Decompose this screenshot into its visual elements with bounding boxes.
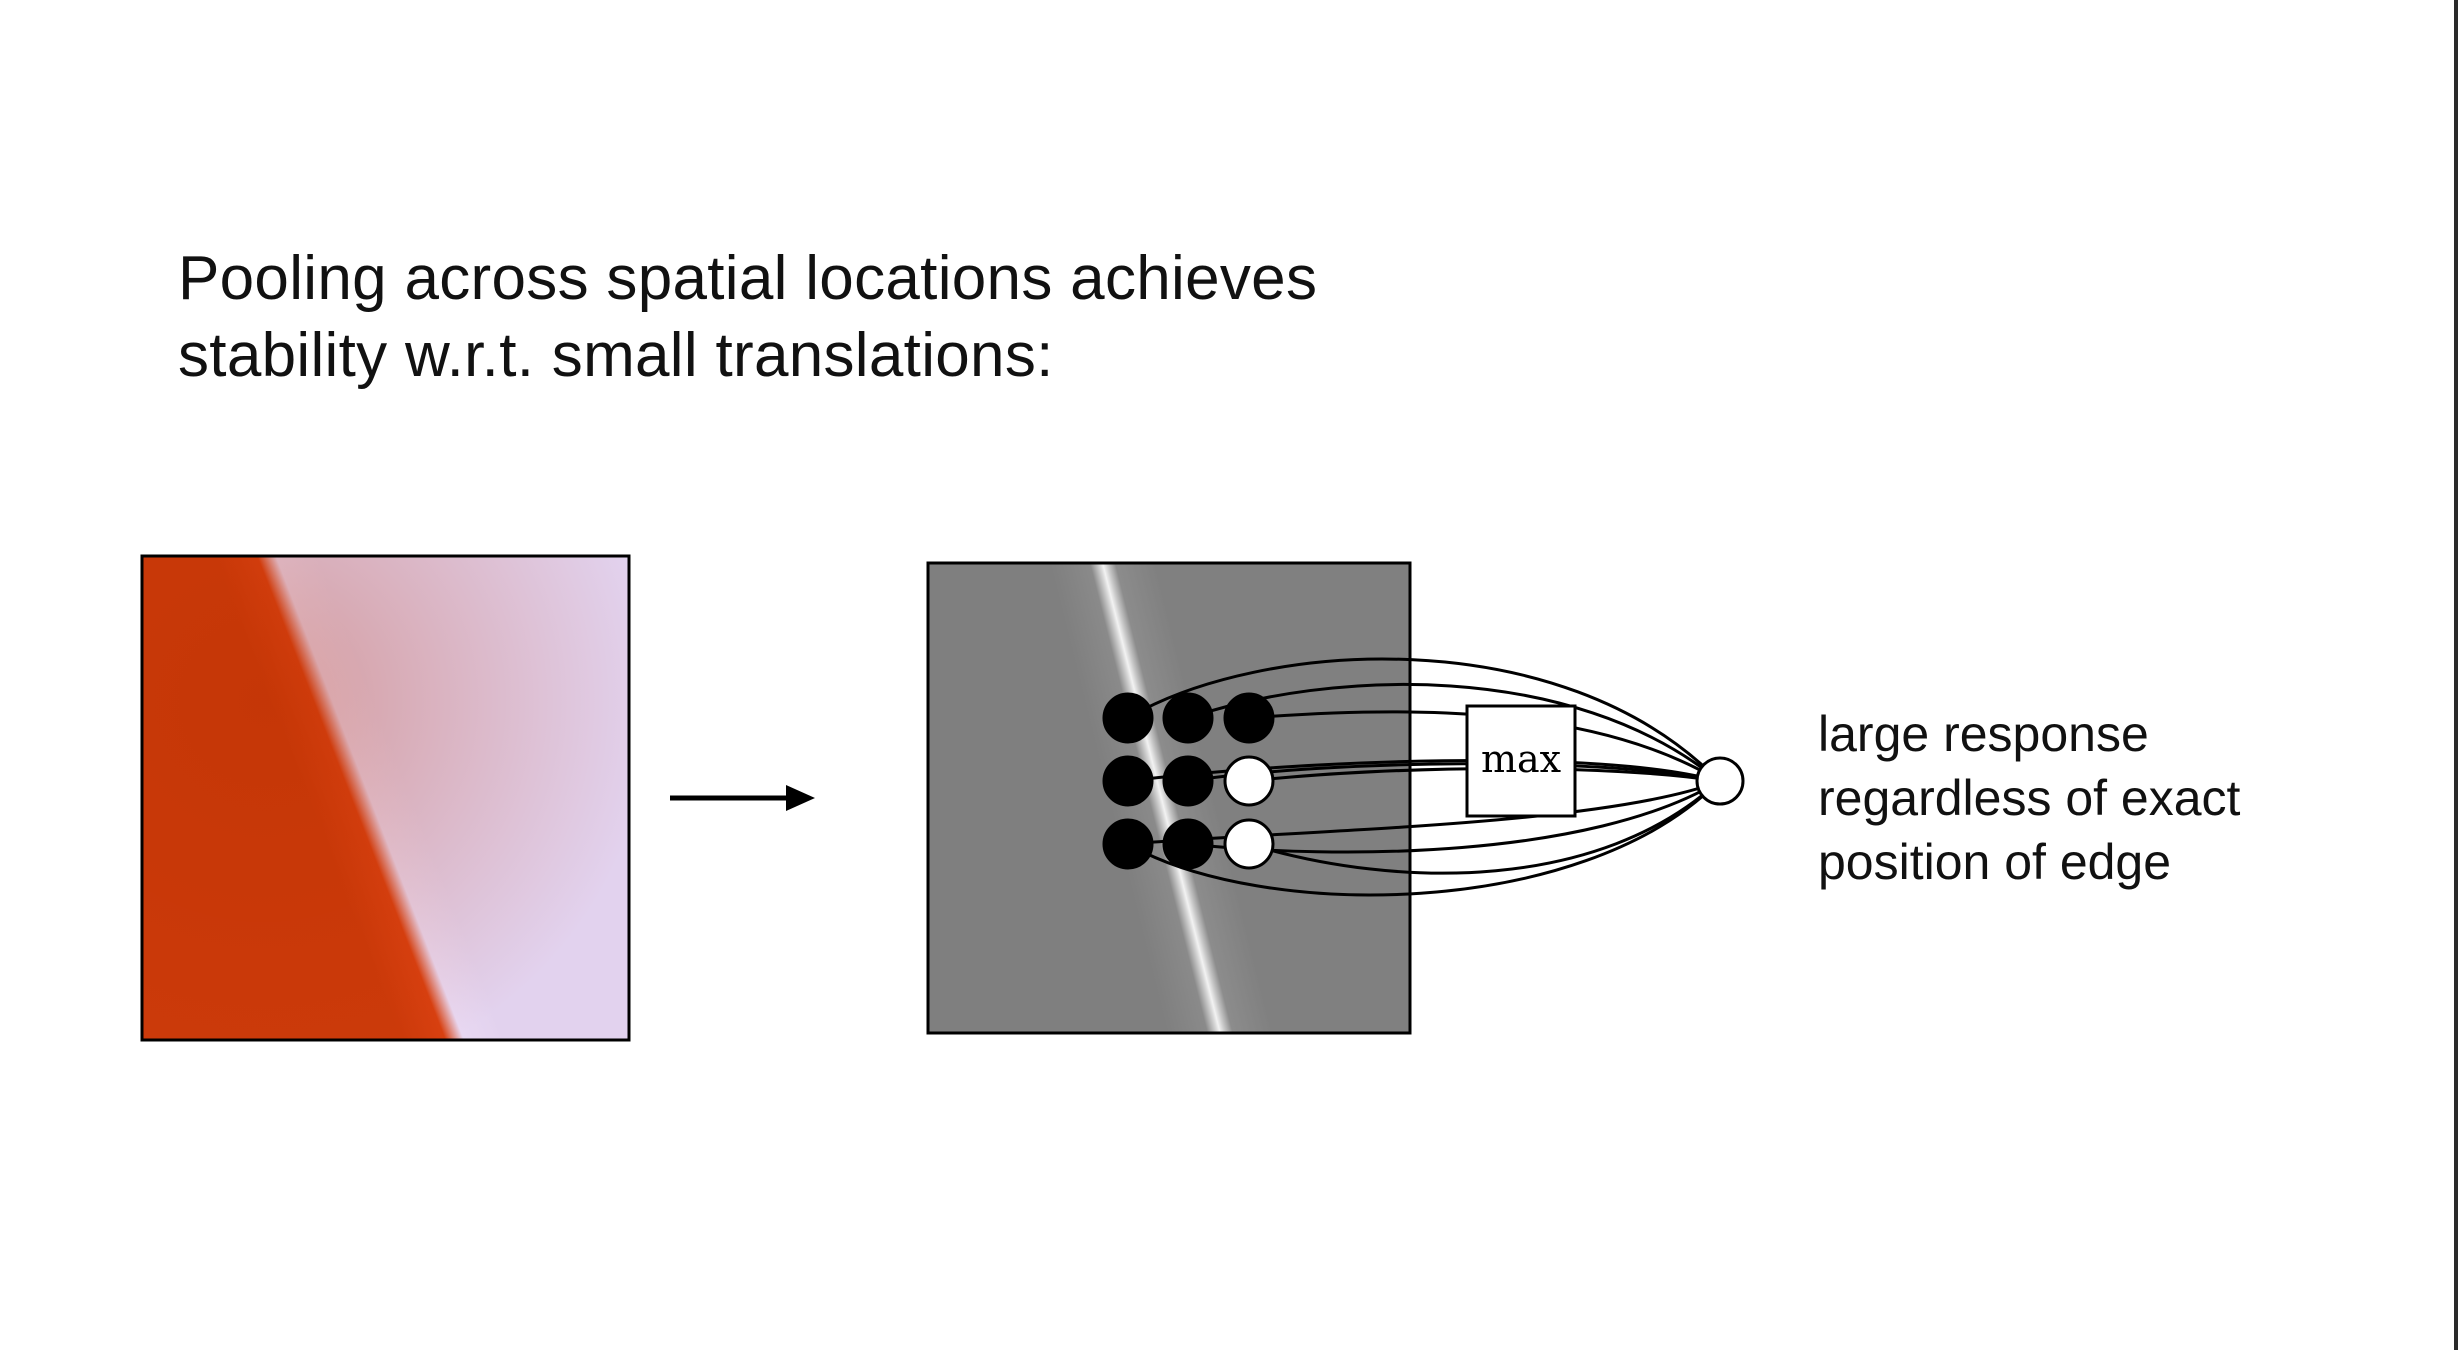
unit-active	[1164, 757, 1212, 805]
unit-active	[1104, 820, 1152, 868]
unit-active	[1104, 757, 1152, 805]
max-label: max	[1481, 737, 1561, 781]
caption-line-1: large response	[1818, 702, 2240, 766]
arrow-head	[786, 785, 815, 811]
pooling-units	[1104, 694, 1273, 868]
caption-line-3: position of edge	[1818, 830, 2240, 894]
output-node	[1697, 758, 1743, 804]
right-arrow-icon	[670, 785, 815, 811]
unit-active	[1164, 820, 1212, 868]
unit-active	[1164, 694, 1212, 742]
input-image	[142, 556, 629, 1040]
max-box: max	[1467, 706, 1575, 816]
unit-inactive	[1225, 757, 1273, 805]
caption-line-2: regardless of exact	[1818, 766, 2240, 830]
input-image-shading	[142, 556, 629, 1040]
unit-active	[1104, 694, 1152, 742]
response-caption: large response regardless of exact posit…	[1818, 702, 2240, 894]
unit-active	[1225, 694, 1273, 742]
unit-inactive	[1225, 820, 1273, 868]
